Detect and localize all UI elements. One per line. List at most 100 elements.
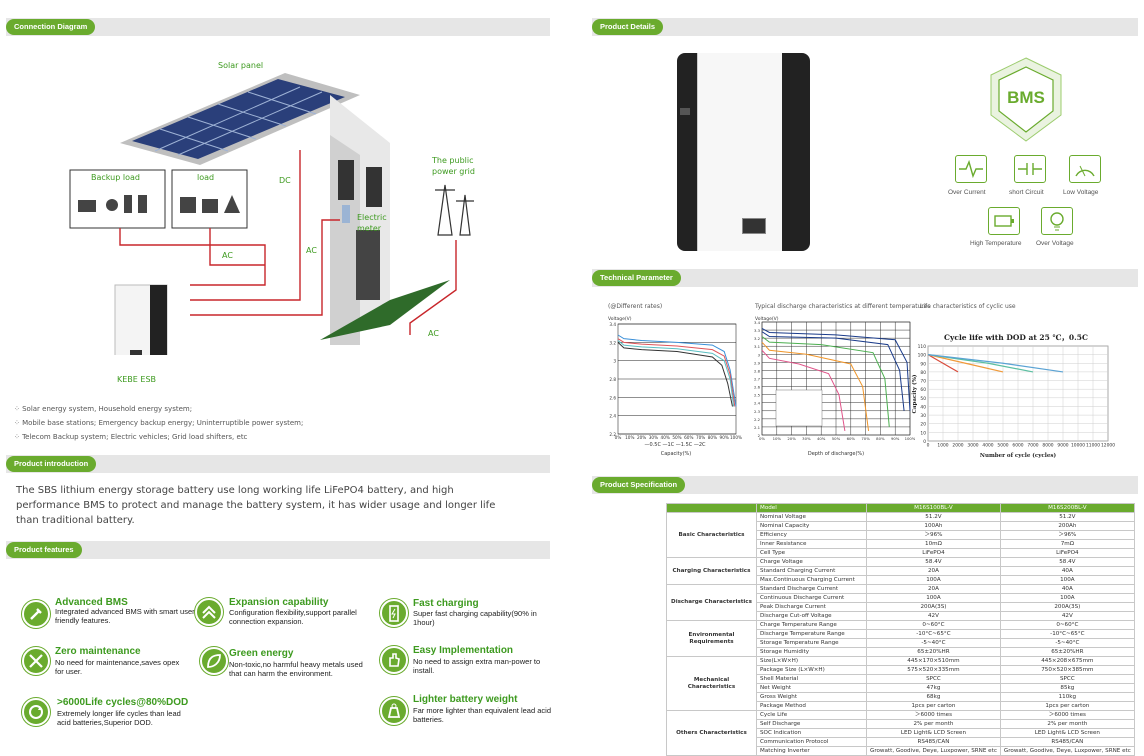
y-tick-label: 40: [920, 404, 926, 410]
chart2-x-axis-label: Depth of discharge(%): [808, 451, 864, 457]
x-tick-label: 100%: [905, 436, 915, 441]
spec-group-label: Basic Characteristics: [666, 512, 757, 558]
spec-cell: SOC Indication: [756, 728, 867, 738]
feature-title: Expansion capability: [229, 597, 329, 608]
spec-cell: 200A(3S): [866, 602, 1001, 612]
spec-cell: -10°C~65°C: [866, 629, 1001, 639]
spec-cell: Efficiency: [756, 530, 867, 540]
spec-cell: 750×520×385mm: [999, 665, 1135, 675]
spec-cell: 445×170×510mm: [866, 656, 1001, 666]
series-line: [927, 354, 959, 373]
chart-cycle-life: Cycle life with DOD at 25 ℃，0.5C11010090…: [911, 333, 1115, 458]
technical-title: Technical Parameter: [592, 270, 681, 286]
chart1-legend: —0.5C —1C —1.5C —2C: [645, 442, 707, 448]
y-tick-label: 2.5: [754, 393, 761, 398]
y-tick-label: 10: [920, 430, 926, 436]
y-tick-label: 70: [920, 379, 926, 385]
label-dc: DC: [279, 176, 291, 185]
spec-cell: 68kg: [866, 692, 1001, 702]
chart-discharge-temperatures: 3.43.33.23.132.92.82.72.62.52.42.32.22.1…: [754, 316, 915, 457]
x-tick-label: 11000: [1086, 442, 1100, 448]
y-tick-label: 100: [918, 353, 927, 359]
application-bullet-2: ⁘ Mobile base stations; Emergency backup…: [14, 419, 304, 427]
series-line: [761, 349, 846, 432]
spec-cell: Storage Temperature Range: [756, 638, 867, 648]
x-tick-label: 90%: [720, 435, 729, 440]
chevrons-up-icon: [195, 598, 223, 626]
x-tick-label: 0%: [759, 436, 765, 441]
spec-cell: 200A(3S): [999, 602, 1135, 612]
series-line: [761, 336, 890, 427]
chart3-title: Life characteristics of cyclic use: [920, 303, 1016, 310]
y-tick-label: 2.2: [609, 432, 616, 437]
y-tick-label: 3.2: [754, 336, 761, 341]
battery-charging-icon: [380, 599, 408, 627]
label-solar-panel: Solar panel: [218, 61, 264, 70]
feature-title: Advanced BMS: [55, 597, 128, 608]
label-high-temperature: High Temperature: [970, 240, 1022, 247]
spec-cell: Peak Discharge Current: [756, 602, 867, 612]
spec-cell: 20A: [866, 584, 1001, 594]
hand-icon: [380, 646, 408, 674]
wrench-icon: [22, 600, 50, 628]
spec-cell: 51.2V: [999, 512, 1135, 522]
y-tick-label: 2.1: [754, 425, 761, 430]
feature-title: Easy Implementation: [413, 645, 514, 656]
short-circuit-icon: [1014, 155, 1046, 183]
details-title: Product Details: [592, 19, 664, 35]
y-tick-label: 3: [613, 359, 616, 364]
x-tick-label: 0: [927, 442, 930, 448]
application-bullet-1: ⁘ Solar energy system, Household energy …: [14, 405, 193, 413]
y-tick-label: 2.6: [754, 385, 761, 390]
y-tick-label: 2.7: [754, 377, 761, 382]
x-tick-label: 90%: [891, 436, 900, 441]
spec-cell: ＞96%: [999, 530, 1135, 540]
y-tick-label: 0: [923, 439, 926, 445]
spec-cell: Continuous Discharge Current: [756, 593, 867, 603]
weight-icon: [380, 697, 408, 725]
feature-desc: No need to assign extra man-power to ins…: [413, 657, 541, 675]
y-tick-label: 3.4: [754, 320, 761, 325]
chart3-inner-title: Cycle life with DOD at 25 ℃，0.5C: [944, 333, 1088, 342]
y-tick-label: 60: [920, 387, 926, 393]
spec-cell: -5~40°C: [999, 638, 1135, 648]
y-tick-label: 30: [920, 413, 926, 419]
spec-group-label: Discharge Characteristics: [666, 584, 757, 621]
spec-cell: Package Method: [756, 701, 867, 711]
label-ac-1: AC: [222, 251, 233, 260]
connection-title: Connection Diagram: [6, 19, 96, 35]
x-tick-label: 70%: [696, 435, 705, 440]
x-tick-label: 30%: [649, 435, 658, 440]
spec-cell: Nominal Voltage: [756, 512, 867, 522]
x-tick-label: 3000: [967, 442, 978, 448]
spec-cell: Storage Humidity: [756, 647, 867, 657]
series-line: [761, 328, 911, 411]
leaf-icon: [200, 647, 228, 675]
intro-text: The SBS lithium energy storage battery u…: [16, 485, 496, 526]
feature-title: Lighter battery weight: [413, 694, 518, 705]
label-ac-3: AC: [428, 329, 439, 338]
x-tick-label: 10%: [773, 436, 782, 441]
spec-cell: SPCC: [999, 674, 1135, 684]
spec-cell: 40A: [999, 566, 1135, 576]
x-tick-label: 30%: [802, 436, 811, 441]
spec-cell: 2% per month: [866, 719, 1001, 729]
x-tick-label: 20%: [787, 436, 796, 441]
spec-cell: Cell Type: [756, 548, 867, 558]
series-line: [761, 341, 870, 432]
feature-desc: No need for maintenance,saves opex for u…: [55, 658, 180, 676]
spec-cell: 445×208×675mm: [999, 656, 1135, 666]
spec-cell: -5~40°C: [866, 638, 1001, 648]
spec-cell: Communication Protocol: [756, 737, 867, 747]
spec-cell: 110kg: [999, 692, 1135, 702]
spec-bar: [592, 476, 1138, 494]
spec-cell: 2% per month: [999, 719, 1135, 729]
spec-cell: LED Light& LCD Screen: [999, 728, 1135, 738]
